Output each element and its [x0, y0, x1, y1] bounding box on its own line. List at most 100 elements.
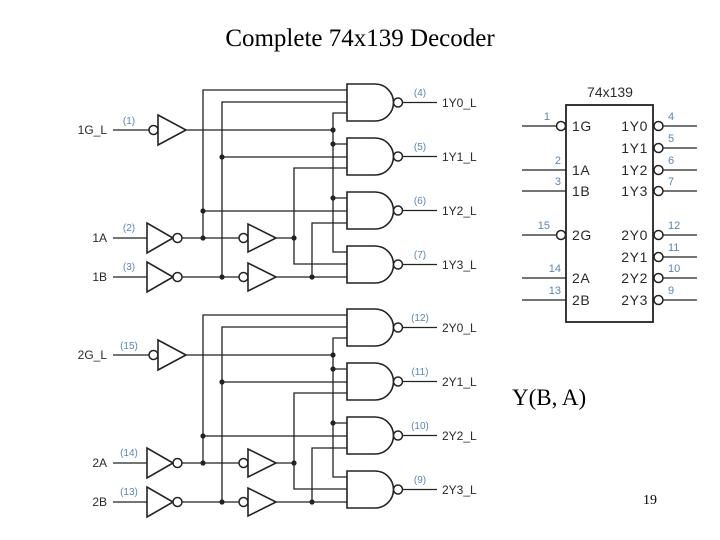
inversion-bubble: [555, 120, 567, 132]
pin-number-output: (10): [411, 421, 429, 432]
input-label-b: 2B: [92, 495, 107, 509]
buffer-gate: [247, 222, 278, 254]
pin-label: 1Y0: [621, 118, 648, 134]
pin-number-enable: (15): [120, 341, 138, 352]
pin-label: 2Y1: [621, 249, 648, 265]
bus-b-inverted: [221, 101, 347, 277]
inversion-bubble: [392, 376, 404, 387]
pin-number-output: (4): [414, 88, 426, 99]
bus-a-true: [293, 392, 347, 490]
pin-number-output: (7): [414, 250, 426, 261]
nand-gate-y1: (5) 1Y1_L: [346, 137, 477, 176]
chip-pin-2y0: 12 2Y0: [621, 220, 697, 243]
chip-name: 74x139: [587, 84, 633, 100]
pin-label: 2Y0: [621, 227, 648, 243]
inverter-gate: [146, 446, 175, 480]
junction-dot: [330, 195, 336, 201]
slide-title: Complete 74x139 Decoder: [225, 25, 495, 52]
pin-label: 1G: [572, 118, 592, 134]
pin-number-output: (11): [411, 367, 428, 378]
inversion-bubble: [392, 259, 404, 270]
pin-number: 1: [544, 111, 550, 123]
nand-gate-y0: (4) 1Y0_L: [346, 83, 477, 122]
bus-a-true: [293, 167, 347, 265]
buffer-gate: [247, 261, 278, 293]
chip-pin-2y3: 9 2Y3: [621, 285, 697, 308]
inverter-gate: [146, 260, 175, 294]
chip-pin-1b: 3 1B: [522, 176, 590, 199]
nand-gate-body: [346, 362, 395, 401]
pin-number-b: (13): [120, 487, 138, 498]
pin-label: 2B: [572, 292, 590, 308]
chip-pin-2y2: 10 2Y2: [621, 263, 697, 286]
pin-number-output: (9): [414, 475, 426, 486]
inversion-bubble: [172, 496, 183, 508]
pin-number: 3: [555, 176, 561, 188]
pin-number: 9: [668, 285, 674, 297]
pin-number-output: (5): [414, 142, 426, 153]
inversion-bubble: [555, 229, 567, 241]
chip-pin-2y1: 11 2Y1: [621, 242, 697, 265]
inversion-bubble: [653, 251, 664, 263]
chip-pin-1g: 1 1G: [522, 111, 592, 134]
inversion-bubble: [172, 271, 183, 283]
pin-number: 6: [668, 155, 674, 167]
inversion-bubble: [653, 142, 664, 154]
pin-label: 1A: [572, 162, 590, 178]
pin-label: 1Y3: [621, 183, 648, 199]
buffer-gate: [157, 338, 188, 372]
inversion-bubble: [148, 124, 159, 136]
chip-body: [565, 104, 654, 323]
chip-pin-2a: 14 2A: [522, 263, 590, 286]
junction-dot: [219, 379, 225, 385]
pin-label: 2Y2: [621, 270, 648, 286]
decoder-section-1: 1G_L (1) 1A (2) 1B (3): [78, 83, 477, 294]
decoder-section-2: 2G_L (15) 2A (14) 2B (13): [78, 308, 477, 519]
nand-gate-body: [346, 416, 395, 455]
inversion-bubble: [653, 164, 664, 176]
inversion-bubble: [653, 294, 664, 306]
nand-gate-body: [346, 245, 395, 284]
pin-label: 2A: [572, 270, 590, 286]
inversion-bubble: [392, 151, 404, 162]
nand-gate-y3: (9) 2Y3_L: [346, 470, 477, 509]
input-label-a: 1A: [92, 231, 107, 245]
chip-pin-2b: 13 2B: [522, 285, 590, 308]
pin-number-output: (12): [411, 313, 429, 324]
nand-gate-body: [346, 83, 395, 122]
inverter-gate: [146, 485, 175, 519]
chip-pin-1y3: 7 1Y3: [621, 176, 697, 199]
inversion-bubble: [392, 97, 404, 108]
inversion-bubble: [392, 322, 404, 333]
nand-gate-body: [346, 470, 395, 509]
output-label: 1Y3_L: [442, 258, 477, 272]
output-label: 2Y3_L: [442, 483, 477, 497]
pin-label: 1Y2: [621, 162, 648, 178]
output-label: 2Y0_L: [442, 321, 477, 335]
bus-a-inverted: [202, 89, 347, 238]
output-label: 2Y1_L: [442, 375, 477, 389]
pin-number-b: (3): [123, 262, 135, 273]
nand-gate-y3: (7) 1Y3_L: [346, 245, 477, 284]
buffer-gate: [157, 113, 188, 147]
pin-label: 2Y3: [621, 292, 648, 308]
junction-dot: [219, 154, 225, 160]
chip-pin-2g: 15 2G: [522, 220, 592, 243]
inverter-gate: [146, 221, 175, 255]
output-label: 2Y2_L: [442, 429, 477, 443]
buffer-gate: [247, 447, 278, 479]
inversion-bubble: [238, 271, 249, 283]
junction-dot: [330, 366, 336, 372]
buffer-gate: [247, 486, 278, 518]
nand-gate-body: [346, 308, 395, 347]
inversion-bubble: [653, 229, 664, 241]
input-label-b: 1B: [92, 270, 107, 284]
chip-pin-1y0: 4 1Y0: [621, 111, 697, 134]
junction-dot: [200, 433, 206, 439]
pin-number: 2: [555, 155, 561, 167]
chip-pin-1a: 2 1A: [522, 155, 590, 178]
pin-label: 1Y1: [621, 140, 648, 156]
chip-symbol: 74x139 1 1G 2 1A 3 1B 15 2G 14 2A: [522, 84, 697, 323]
bus-b-inverted: [221, 326, 347, 502]
pin-label: 2G: [572, 227, 592, 243]
